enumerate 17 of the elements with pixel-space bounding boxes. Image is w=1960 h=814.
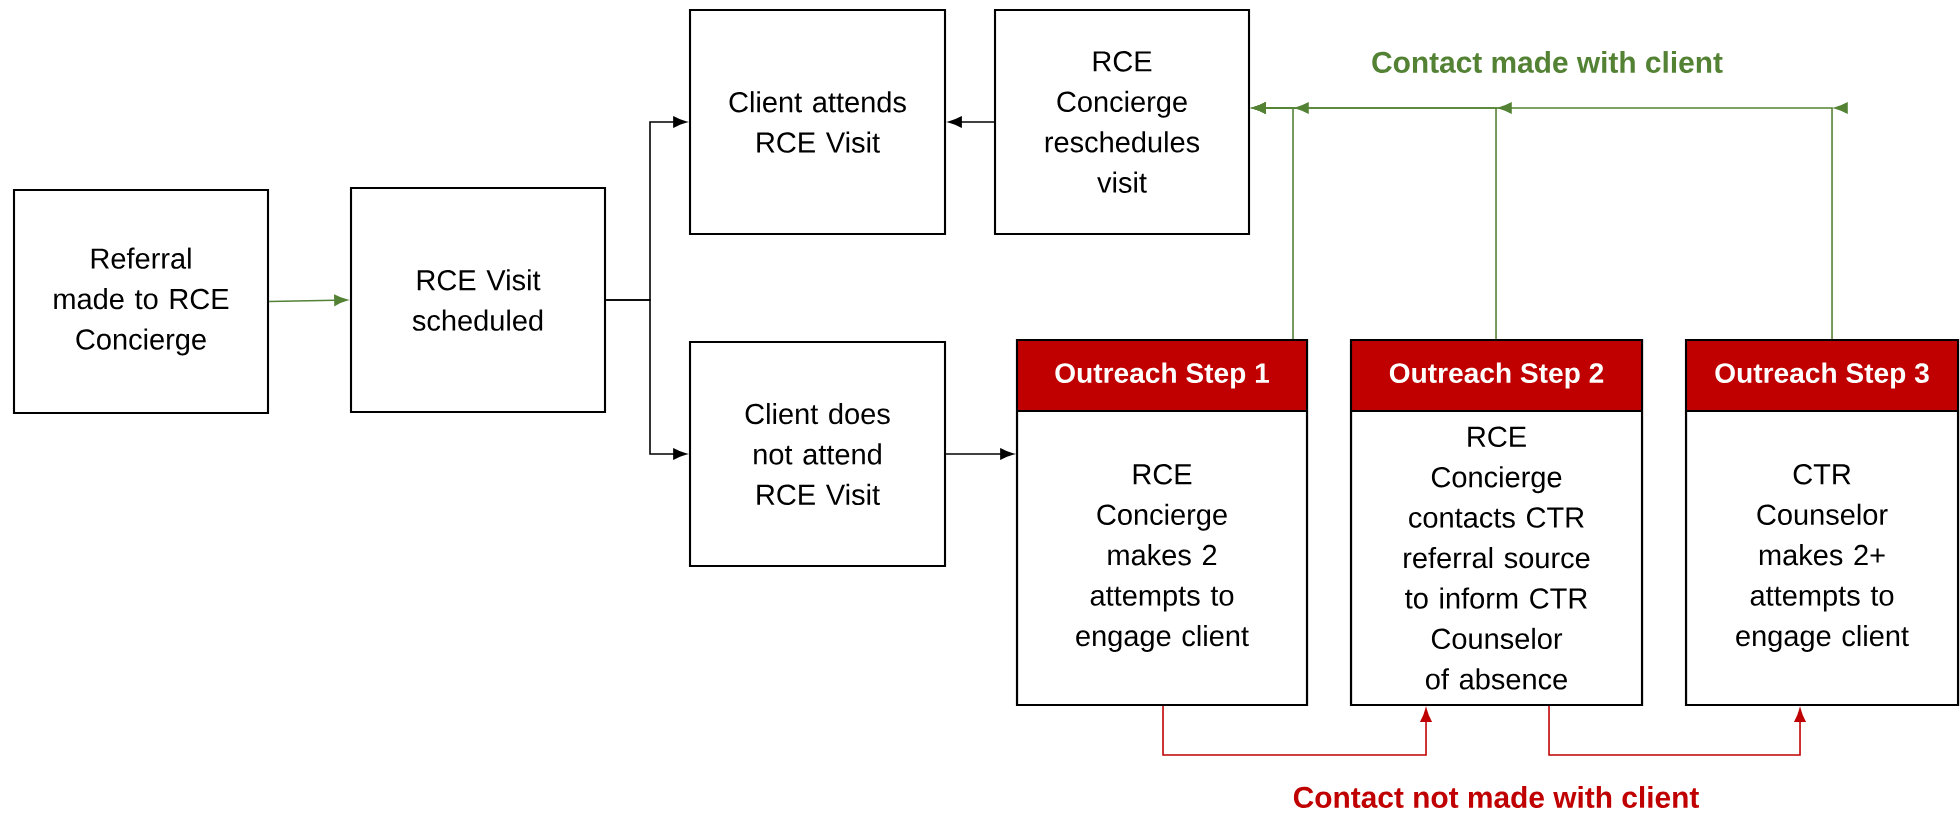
outcome-label: Contact made with client (1372, 51, 1723, 73)
arrow (1162, 705, 1432, 756)
process-box: Client attends RCE Visit (688, 8, 947, 236)
arrow (945, 448, 1014, 460)
outcome-label: Contact not made with client (1293, 786, 1699, 808)
outreach-step-box: Outreach Step 1 RCE Concierge makes 2 attempts to engage client (1015, 338, 1309, 707)
arrow (1252, 102, 1848, 340)
arrow (268, 294, 348, 306)
process-box: Referral made to RCE Concierge (12, 188, 270, 415)
process-box: RCE Concierge reschedules visit (993, 8, 1251, 236)
outreach-step-box: Outreach Step 3 CTR Counselor makes 2+ attempts to engage client (1684, 338, 1960, 707)
process-box: RCE Visit scheduled (349, 186, 607, 414)
arrow (605, 299, 687, 460)
outreach-step-box: Outreach Step 2 RCE Concierge contacts CTR referral source to inform CTR Counselor of absence (1349, 338, 1644, 707)
process-box: Client does not attend RCE Visit (688, 340, 947, 568)
arrow (948, 116, 995, 128)
arrow (1548, 705, 1806, 756)
